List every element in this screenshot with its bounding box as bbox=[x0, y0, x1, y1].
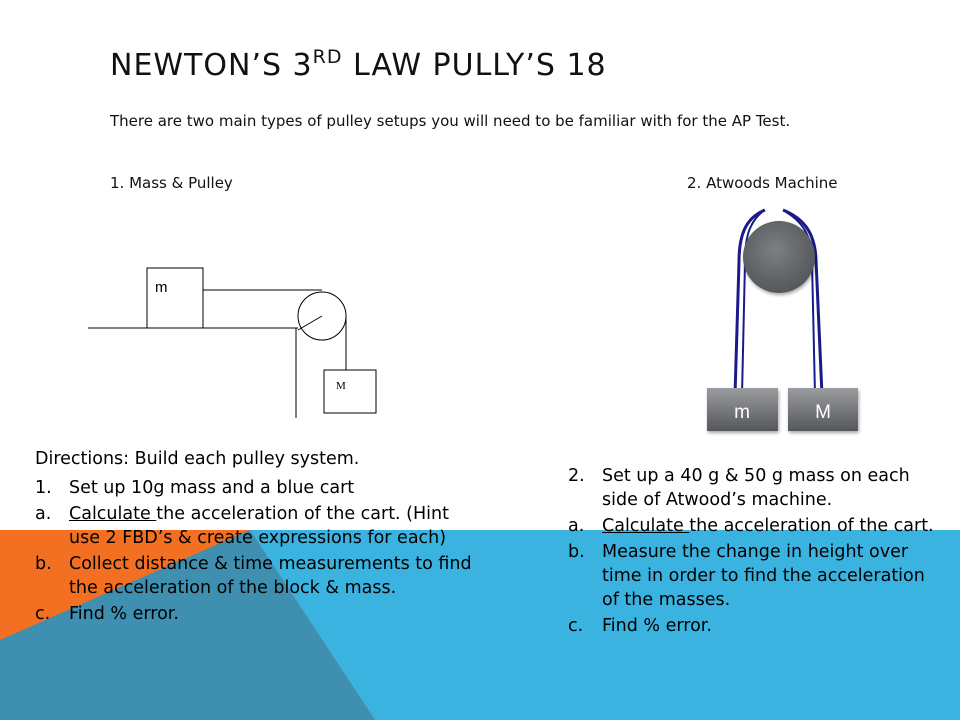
title-superscript: RD bbox=[312, 46, 343, 68]
right-item-a-underlined: Calculate bbox=[602, 516, 690, 536]
right-item-2-marker: 2. bbox=[568, 466, 585, 486]
left-item-a-text: the acceleration of the cart. (Hint use … bbox=[69, 504, 449, 548]
left-item-a-underlined: Calculate bbox=[69, 504, 157, 524]
small-mass-block bbox=[146, 267, 204, 329]
left-item-a: a. Calculate the acceleration of the cart… bbox=[35, 502, 475, 550]
atwood-machine-diagram: m M bbox=[707, 208, 858, 431]
right-item-b-text: Measure the change in height over time i… bbox=[602, 542, 925, 610]
right-item-a-marker: a. bbox=[568, 516, 585, 536]
big-mass-block bbox=[323, 369, 377, 414]
left-instruction-list: 1. Set up 10g mass and a blue cart a. Calc… bbox=[35, 476, 475, 628]
right-item-b-marker: b. bbox=[568, 542, 585, 562]
atwood-right-label: M bbox=[815, 402, 831, 423]
right-item-c-marker: c. bbox=[568, 616, 584, 636]
right-item-a: a. Calculate the acceleration of the cart… bbox=[568, 514, 938, 538]
directions-heading: Directions: Build each pulley system. bbox=[35, 449, 360, 469]
left-item-a-marker: a. bbox=[35, 504, 52, 524]
rope-right-outer bbox=[782, 208, 824, 396]
mass-pulley-diagram: m M bbox=[88, 267, 377, 418]
right-instruction-list: 2. Set up a 40 g & 50 g mass on each side… bbox=[568, 464, 938, 640]
left-item-b: b. Collect distance & time measurements t… bbox=[35, 552, 475, 600]
pulley-bracket bbox=[297, 315, 323, 331]
right-item-b: b. Measure the change in height over time… bbox=[568, 540, 938, 612]
atwood-left-mass bbox=[707, 388, 778, 431]
left-item-1-text: Set up 10g mass and a blue cart bbox=[69, 478, 355, 498]
big-mass-label: M bbox=[336, 380, 346, 392]
left-item-b-marker: b. bbox=[35, 554, 52, 574]
rope-left-outer bbox=[733, 208, 766, 396]
left-item-c-text: Find % error. bbox=[69, 604, 179, 624]
right-item-c-text: Find % error. bbox=[602, 616, 712, 636]
caption-atwoods: 2. Atwoods Machine bbox=[687, 174, 838, 192]
right-item-c: c. Find % error. bbox=[568, 614, 938, 638]
left-item-1-marker: 1. bbox=[35, 478, 52, 498]
left-item-c: c. Find % error. bbox=[35, 602, 475, 626]
caption-mass-pulley: 1. Mass & Pulley bbox=[110, 174, 233, 192]
small-mass-label: m bbox=[155, 279, 168, 296]
slide-title: NEWTON’S 3RD LAW PULLY’S 18 bbox=[110, 46, 607, 83]
title-main: NEWTON’S 3 bbox=[110, 48, 313, 83]
teal-triangle bbox=[0, 530, 375, 720]
title-rest: LAW PULLY’S 18 bbox=[342, 48, 607, 83]
right-item-2-text: Set up a 40 g & 50 g mass on each side o… bbox=[602, 466, 910, 510]
left-item-1: 1. Set up 10g mass and a blue cart bbox=[35, 476, 475, 500]
atwood-left-label: m bbox=[734, 402, 750, 423]
left-item-b-text: Collect distance & time measurements to … bbox=[69, 554, 472, 598]
intro-text: There are two main types of pulley setup… bbox=[110, 112, 791, 130]
right-item-a-text: the acceleration of the cart. bbox=[689, 516, 934, 536]
atwood-pulley bbox=[743, 221, 815, 293]
right-item-2: 2. Set up a 40 g & 50 g mass on each side… bbox=[568, 464, 938, 512]
atwood-right-mass bbox=[788, 388, 858, 431]
left-item-c-marker: c. bbox=[35, 604, 51, 624]
